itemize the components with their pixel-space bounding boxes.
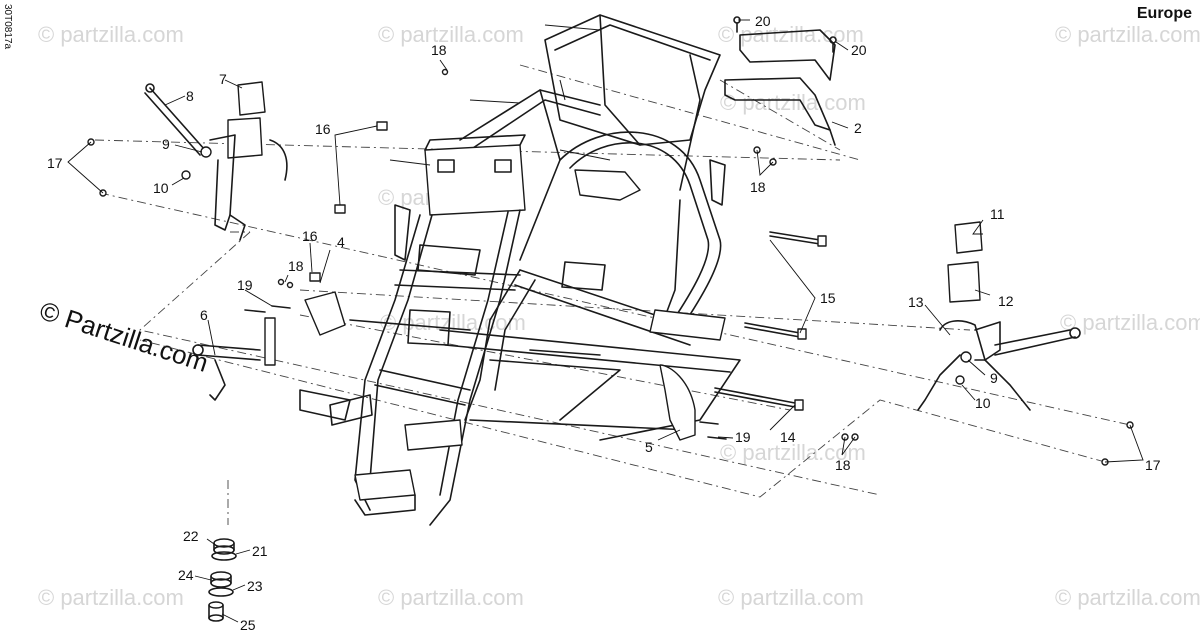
watermark-text: © partzilla.com xyxy=(378,585,524,610)
callout-21: 21 xyxy=(252,543,268,559)
left-bracket-assembly xyxy=(144,81,288,241)
bolts xyxy=(714,231,827,411)
callout-2: 2 xyxy=(854,120,862,136)
callout-6: 6 xyxy=(200,307,208,323)
document-id: 30T0817a xyxy=(2,4,13,50)
watermark-text: © partzilla.com xyxy=(1060,310,1200,335)
callout-16-top: 16 xyxy=(315,121,331,137)
callout-20-right: 20 xyxy=(851,42,867,58)
callout-19-left: 19 xyxy=(237,277,253,293)
callout-20-left: 20 xyxy=(755,13,771,29)
region-label: Europe xyxy=(1136,5,1192,22)
callout-19-right: 19 xyxy=(735,429,751,445)
callout-4: 4 xyxy=(337,234,345,250)
small-hardware xyxy=(87,68,1134,466)
assembly-lines xyxy=(94,64,1131,525)
watermark-text: © partzilla.com xyxy=(720,440,866,465)
watermark-text: © partzilla.com xyxy=(720,90,866,115)
watermark-text: © partzilla.com xyxy=(38,22,184,47)
callout-14: 14 xyxy=(780,429,796,445)
watermarks: © partzilla.com © partzilla.com © partzi… xyxy=(36,22,1200,610)
watermark-main: © Partzilla.com xyxy=(36,295,212,378)
callout-18-right: 18 xyxy=(750,179,766,195)
watermark-text: © partzilla.com xyxy=(378,22,524,47)
callout-15: 15 xyxy=(820,290,836,306)
callout-9-right: 9 xyxy=(990,370,998,386)
callout-22: 22 xyxy=(183,528,199,544)
callout-23: 23 xyxy=(247,578,263,594)
main-frame xyxy=(299,14,741,526)
callout-8: 8 xyxy=(186,88,194,104)
callout-17-right: 17 xyxy=(1145,457,1161,473)
callout-25: 25 xyxy=(240,617,256,633)
callouts: 2 4 5 6 7 8 9 9 10 10 11 12 13 14 15 16 … xyxy=(47,13,1161,633)
callout-13: 13 xyxy=(908,294,924,310)
callout-16-mid: 16 xyxy=(302,228,318,244)
callout-5: 5 xyxy=(645,439,653,455)
callout-10-left: 10 xyxy=(153,180,169,196)
side-brackets xyxy=(192,291,696,441)
callout-10-right: 10 xyxy=(975,395,991,411)
watermark-text: © partzilla.com xyxy=(38,585,184,610)
watermark-text: © partzilla.com xyxy=(718,585,864,610)
watermark-text: © partzilla.com xyxy=(1055,585,1200,610)
callout-11: 11 xyxy=(990,206,1005,222)
callout-18-top: 18 xyxy=(431,42,447,58)
callout-17-left: 17 xyxy=(47,155,63,171)
callout-7: 7 xyxy=(219,71,227,87)
callout-12: 12 xyxy=(998,293,1014,309)
callout-18-left: 18 xyxy=(288,258,304,274)
callout-18-bottom: 18 xyxy=(835,457,851,473)
callout-9-left: 9 xyxy=(162,136,170,152)
callout-24: 24 xyxy=(178,567,194,583)
part-2-bracket xyxy=(724,16,837,146)
leader-lines xyxy=(67,19,1144,623)
washer-stack xyxy=(208,538,237,622)
watermark-text: © partzilla.com xyxy=(1055,22,1200,47)
right-bracket-assembly xyxy=(917,221,1081,411)
